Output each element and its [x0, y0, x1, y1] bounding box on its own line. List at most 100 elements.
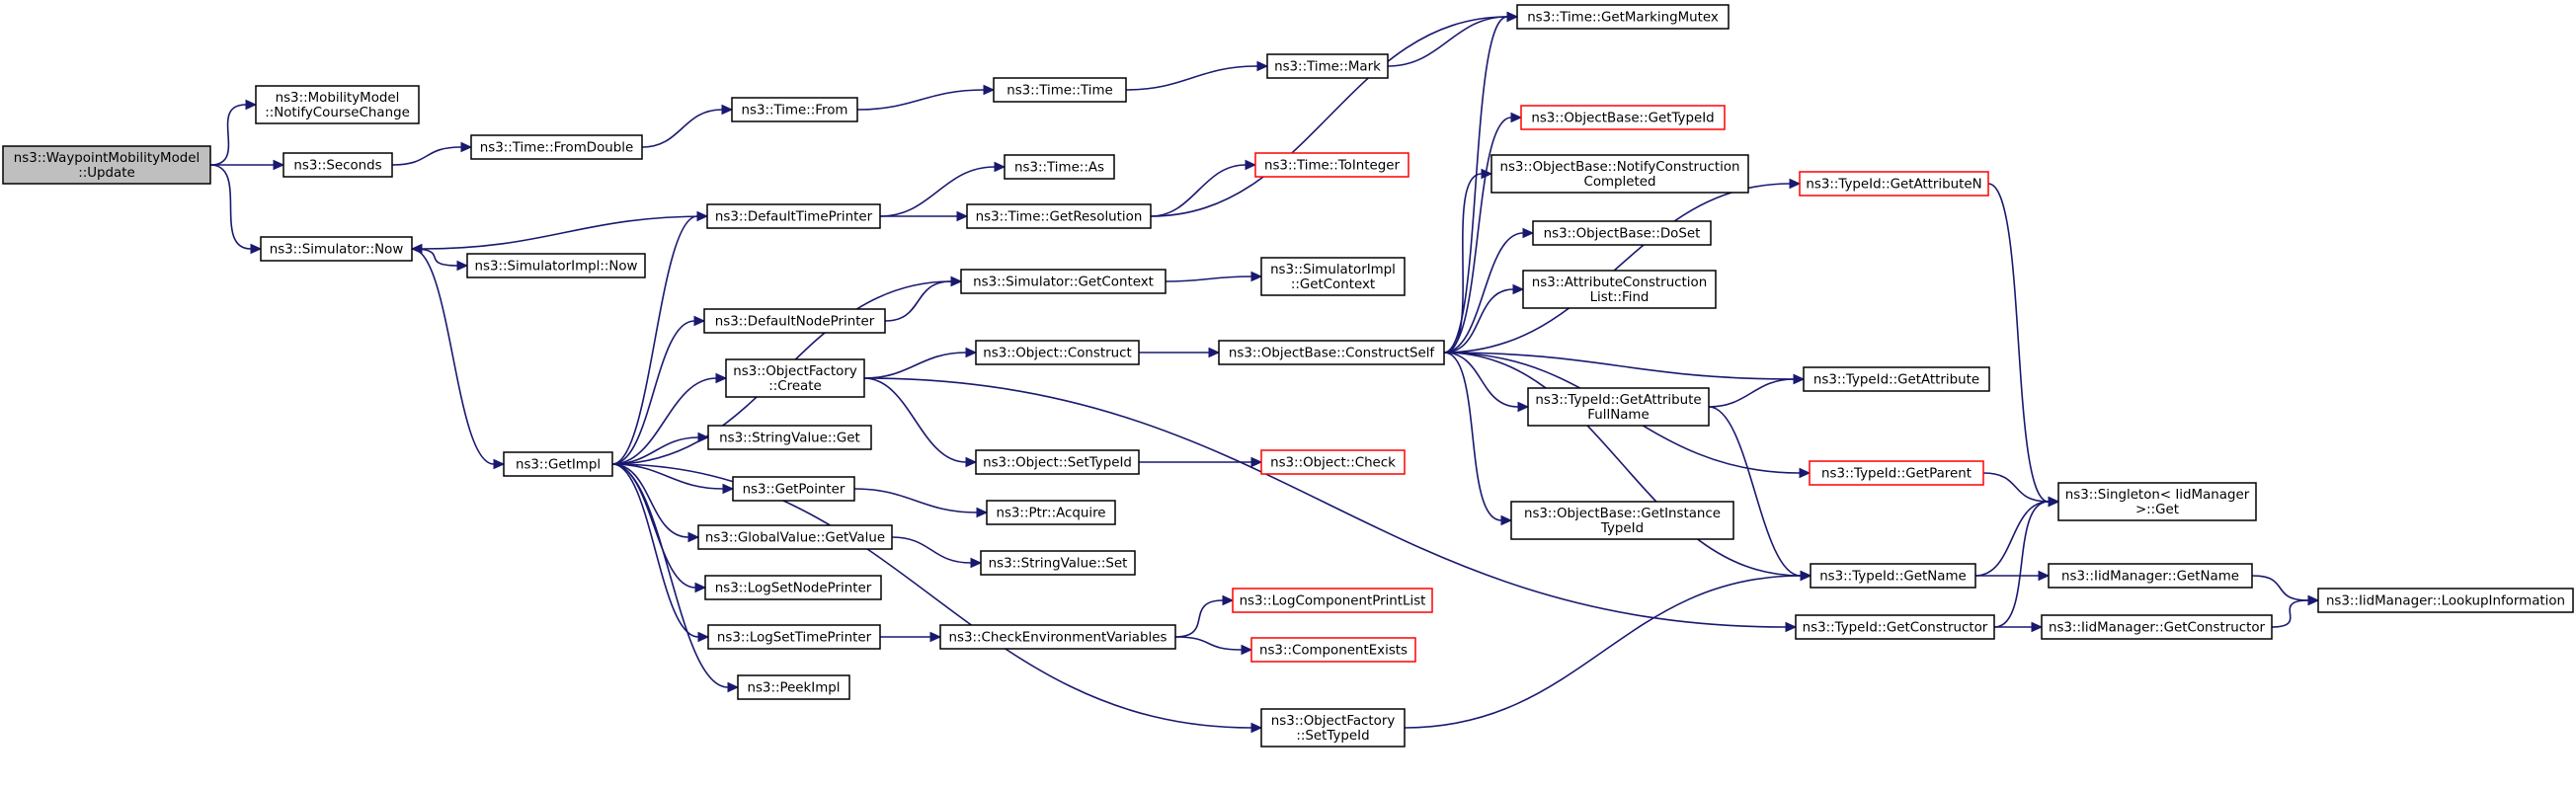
- edge-global_value_get-to-string_value_set: [891, 536, 983, 569]
- node-label: ns3::Time::GetResolution: [976, 210, 1143, 225]
- edge-getimpl-to-global_value_get: [611, 463, 700, 543]
- node-check-env[interactable]: ns3::CheckEnvironmentVariables: [939, 624, 1176, 650]
- node-box: [1516, 4, 1730, 30]
- node-box: [1490, 154, 1749, 194]
- node-object-factory-create[interactable]: ns3::ObjectFactory::Create: [725, 358, 865, 398]
- edge-construct_self-to-typeid_get_attribute_n: [1443, 178, 1802, 354]
- edge-log_set_time_printer-to-check_env: [880, 631, 942, 643]
- node-marking-mutex[interactable]: ns3::Time::GetMarkingMutex: [1516, 4, 1730, 30]
- node-box: [960, 269, 1167, 294]
- node-label: ns3::TypeId::GetParent: [1821, 467, 1972, 482]
- node-box: [2041, 614, 2273, 640]
- edge-construct_self-to-attr_construction_find: [1443, 283, 1525, 354]
- node-box: [1260, 257, 1406, 296]
- node-object-check[interactable]: ns3::Object::Check: [1260, 449, 1406, 475]
- node-box: [1809, 460, 1984, 486]
- node-objbase-get-typeid[interactable]: ns3::ObjectBase::GetTypeId: [1520, 105, 1726, 130]
- node-seconds[interactable]: ns3::Seconds: [282, 152, 393, 178]
- node-construct-self[interactable]: ns3::ObjectBase::ConstructSelf: [1218, 340, 1445, 365]
- node-objbase-doset[interactable]: ns3::ObjectBase::DoSet: [1532, 220, 1712, 246]
- node-from-double[interactable]: ns3::Time::FromDouble: [470, 134, 643, 160]
- node-singleton-get[interactable]: ns3::Singleton< IidManager >::Get: [2057, 482, 2257, 521]
- node-time-time[interactable]: ns3::Time::Time: [993, 77, 1127, 103]
- node-time-from[interactable]: ns3::Time::From: [731, 97, 858, 122]
- node-label: ns3::TypeId::GetConstructor: [1803, 621, 1988, 636]
- node-box: [1810, 563, 1976, 589]
- node-iid-get-name[interactable]: ns3::IidManager::GetName: [2048, 563, 2253, 589]
- node-box: [1803, 366, 1990, 392]
- edge-construct_self-to-objbase_get_typeid: [1443, 112, 1523, 354]
- node-typeid-get-parent[interactable]: ns3::TypeId::GetParent: [1809, 460, 1984, 486]
- node-simimpl-get-context[interactable]: ns3::SimulatorImpl::GetContext: [1260, 257, 1406, 296]
- node-object-construct[interactable]: ns3::Object::Construct: [975, 340, 1140, 365]
- node-typeid-get-attribute[interactable]: ns3::TypeId::GetAttribute: [1803, 366, 1990, 392]
- node-global-value-get[interactable]: ns3::GlobalValue::GetValue: [697, 524, 893, 550]
- node-typeid-get-attribute-n[interactable]: ns3::TypeId::GetAttributeN: [1799, 171, 1989, 197]
- edge-update-to-seconds: [210, 159, 285, 171]
- node-box: [707, 624, 881, 650]
- node-log-set-node-printer[interactable]: ns3::LogSetNodePrinter: [704, 575, 882, 600]
- node-peek-impl[interactable]: ns3::PeekImpl: [737, 674, 850, 700]
- node-log-set-time-printer[interactable]: ns3::LogSetTimePrinter: [707, 624, 881, 650]
- node-label: ns3::DefaultTimePrinter: [715, 210, 873, 225]
- edge-construct_self-to-objbase_get_instance_typeid: [1443, 352, 1513, 526]
- node-sim-get-context[interactable]: ns3::Simulator::GetContext: [960, 269, 1167, 294]
- edge-iid_get_constructor-to-iid_lookup: [2271, 594, 2320, 628]
- node-log-component-print-list[interactable]: ns3::LogComponentPrintList: [1232, 588, 1433, 613]
- node-iid-get-constructor[interactable]: ns3::IidManager::GetConstructor: [2041, 614, 2273, 640]
- node-label: ns3::IidManager::GetName: [2061, 570, 2239, 585]
- edge-get_resolution-to-to_integer: [1150, 159, 1257, 217]
- node-box: [980, 550, 1136, 576]
- node-getimpl[interactable]: ns3::GetImpl: [503, 451, 613, 477]
- node-label: ns3::ObjectBase::ConstructSelf: [1229, 347, 1435, 361]
- node-box: [706, 203, 881, 229]
- node-label: ns3::LogComponentPrintList: [1240, 594, 1426, 609]
- node-get-pointer[interactable]: ns3::GetPointer: [732, 476, 855, 502]
- edge-time_mark-to-marking_mutex: [1387, 11, 1519, 67]
- edge-update-to-notify_course: [209, 99, 258, 166]
- node-typeid-get-name[interactable]: ns3::TypeId::GetName: [1810, 563, 1976, 589]
- node-typeid-get-constructor[interactable]: ns3::TypeId::GetConstructor: [1795, 614, 1995, 640]
- edge-getimpl-to-default_node_printer: [611, 315, 706, 465]
- node-box: [1522, 270, 1717, 309]
- node-string-value-get[interactable]: ns3::StringValue::Get: [707, 425, 872, 450]
- node-label: >::Get: [2135, 503, 2179, 517]
- node-sim-now[interactable]: ns3::Simulator::Now: [260, 236, 413, 262]
- node-label: List::Find: [1590, 290, 1650, 305]
- node-notify-construction[interactable]: ns3::ObjectBase::NotifyConstructionCompl…: [1490, 154, 1749, 194]
- node-default-time-printer[interactable]: ns3::DefaultTimePrinter: [706, 203, 881, 229]
- node-to-integer[interactable]: ns3::Time::ToInteger: [1254, 152, 1409, 178]
- node-iid-lookup[interactable]: ns3::IidManager::LookupInformation: [2317, 588, 2574, 613]
- node-box: [1260, 708, 1406, 748]
- edge-default_node_printer-to-sim_get_context: [884, 276, 963, 322]
- node-box: [986, 500, 1116, 525]
- node-update[interactable]: ns3::WaypointMobilityModel::Update: [2, 145, 211, 185]
- node-label: ns3::Object::SetTypeId: [983, 456, 1132, 471]
- node-get-resolution[interactable]: ns3::Time::GetResolution: [966, 203, 1152, 229]
- node-time-mark[interactable]: ns3::Time::Mark: [1266, 53, 1389, 79]
- node-label: ns3::ObjectBase::GetTypeId: [1531, 112, 1714, 126]
- node-object-set-typeid[interactable]: ns3::Object::SetTypeId: [975, 449, 1140, 475]
- node-default-node-printer[interactable]: ns3::DefaultNodePrinter: [703, 308, 886, 334]
- node-string-value-set[interactable]: ns3::StringValue::Set: [980, 550, 1136, 576]
- node-label: ns3::PeekImpl: [747, 681, 840, 696]
- node-label: ns3::ObjectFactory: [1271, 714, 1396, 729]
- node-box: [1510, 501, 1734, 540]
- node-ptr-acquire[interactable]: ns3::Ptr::Acquire: [986, 500, 1116, 525]
- node-simimpl-now[interactable]: ns3::SimulatorImpl::Now: [466, 253, 646, 278]
- node-factory-set-typeid[interactable]: ns3::ObjectFactory::SetTypeId: [1260, 708, 1406, 748]
- node-label: Completed: [1583, 175, 1655, 190]
- node-component-exists[interactable]: ns3::ComponentExists: [1250, 637, 1416, 663]
- node-box: [703, 308, 886, 334]
- node-label: ns3::ObjectBase::GetInstance: [1524, 507, 1721, 521]
- node-label: ns3::StringValue::Get: [719, 432, 860, 446]
- edge-object_set_typeid-to-object_check: [1139, 456, 1263, 468]
- node-time-as[interactable]: ns3::Time::As: [1004, 154, 1115, 180]
- node-box: [1218, 340, 1445, 365]
- edge-getimpl-to-default_time_printer: [611, 210, 709, 465]
- node-notify-course[interactable]: ns3::MobilityModel::NotifyCourseChange: [255, 85, 420, 124]
- node-box: [704, 575, 882, 600]
